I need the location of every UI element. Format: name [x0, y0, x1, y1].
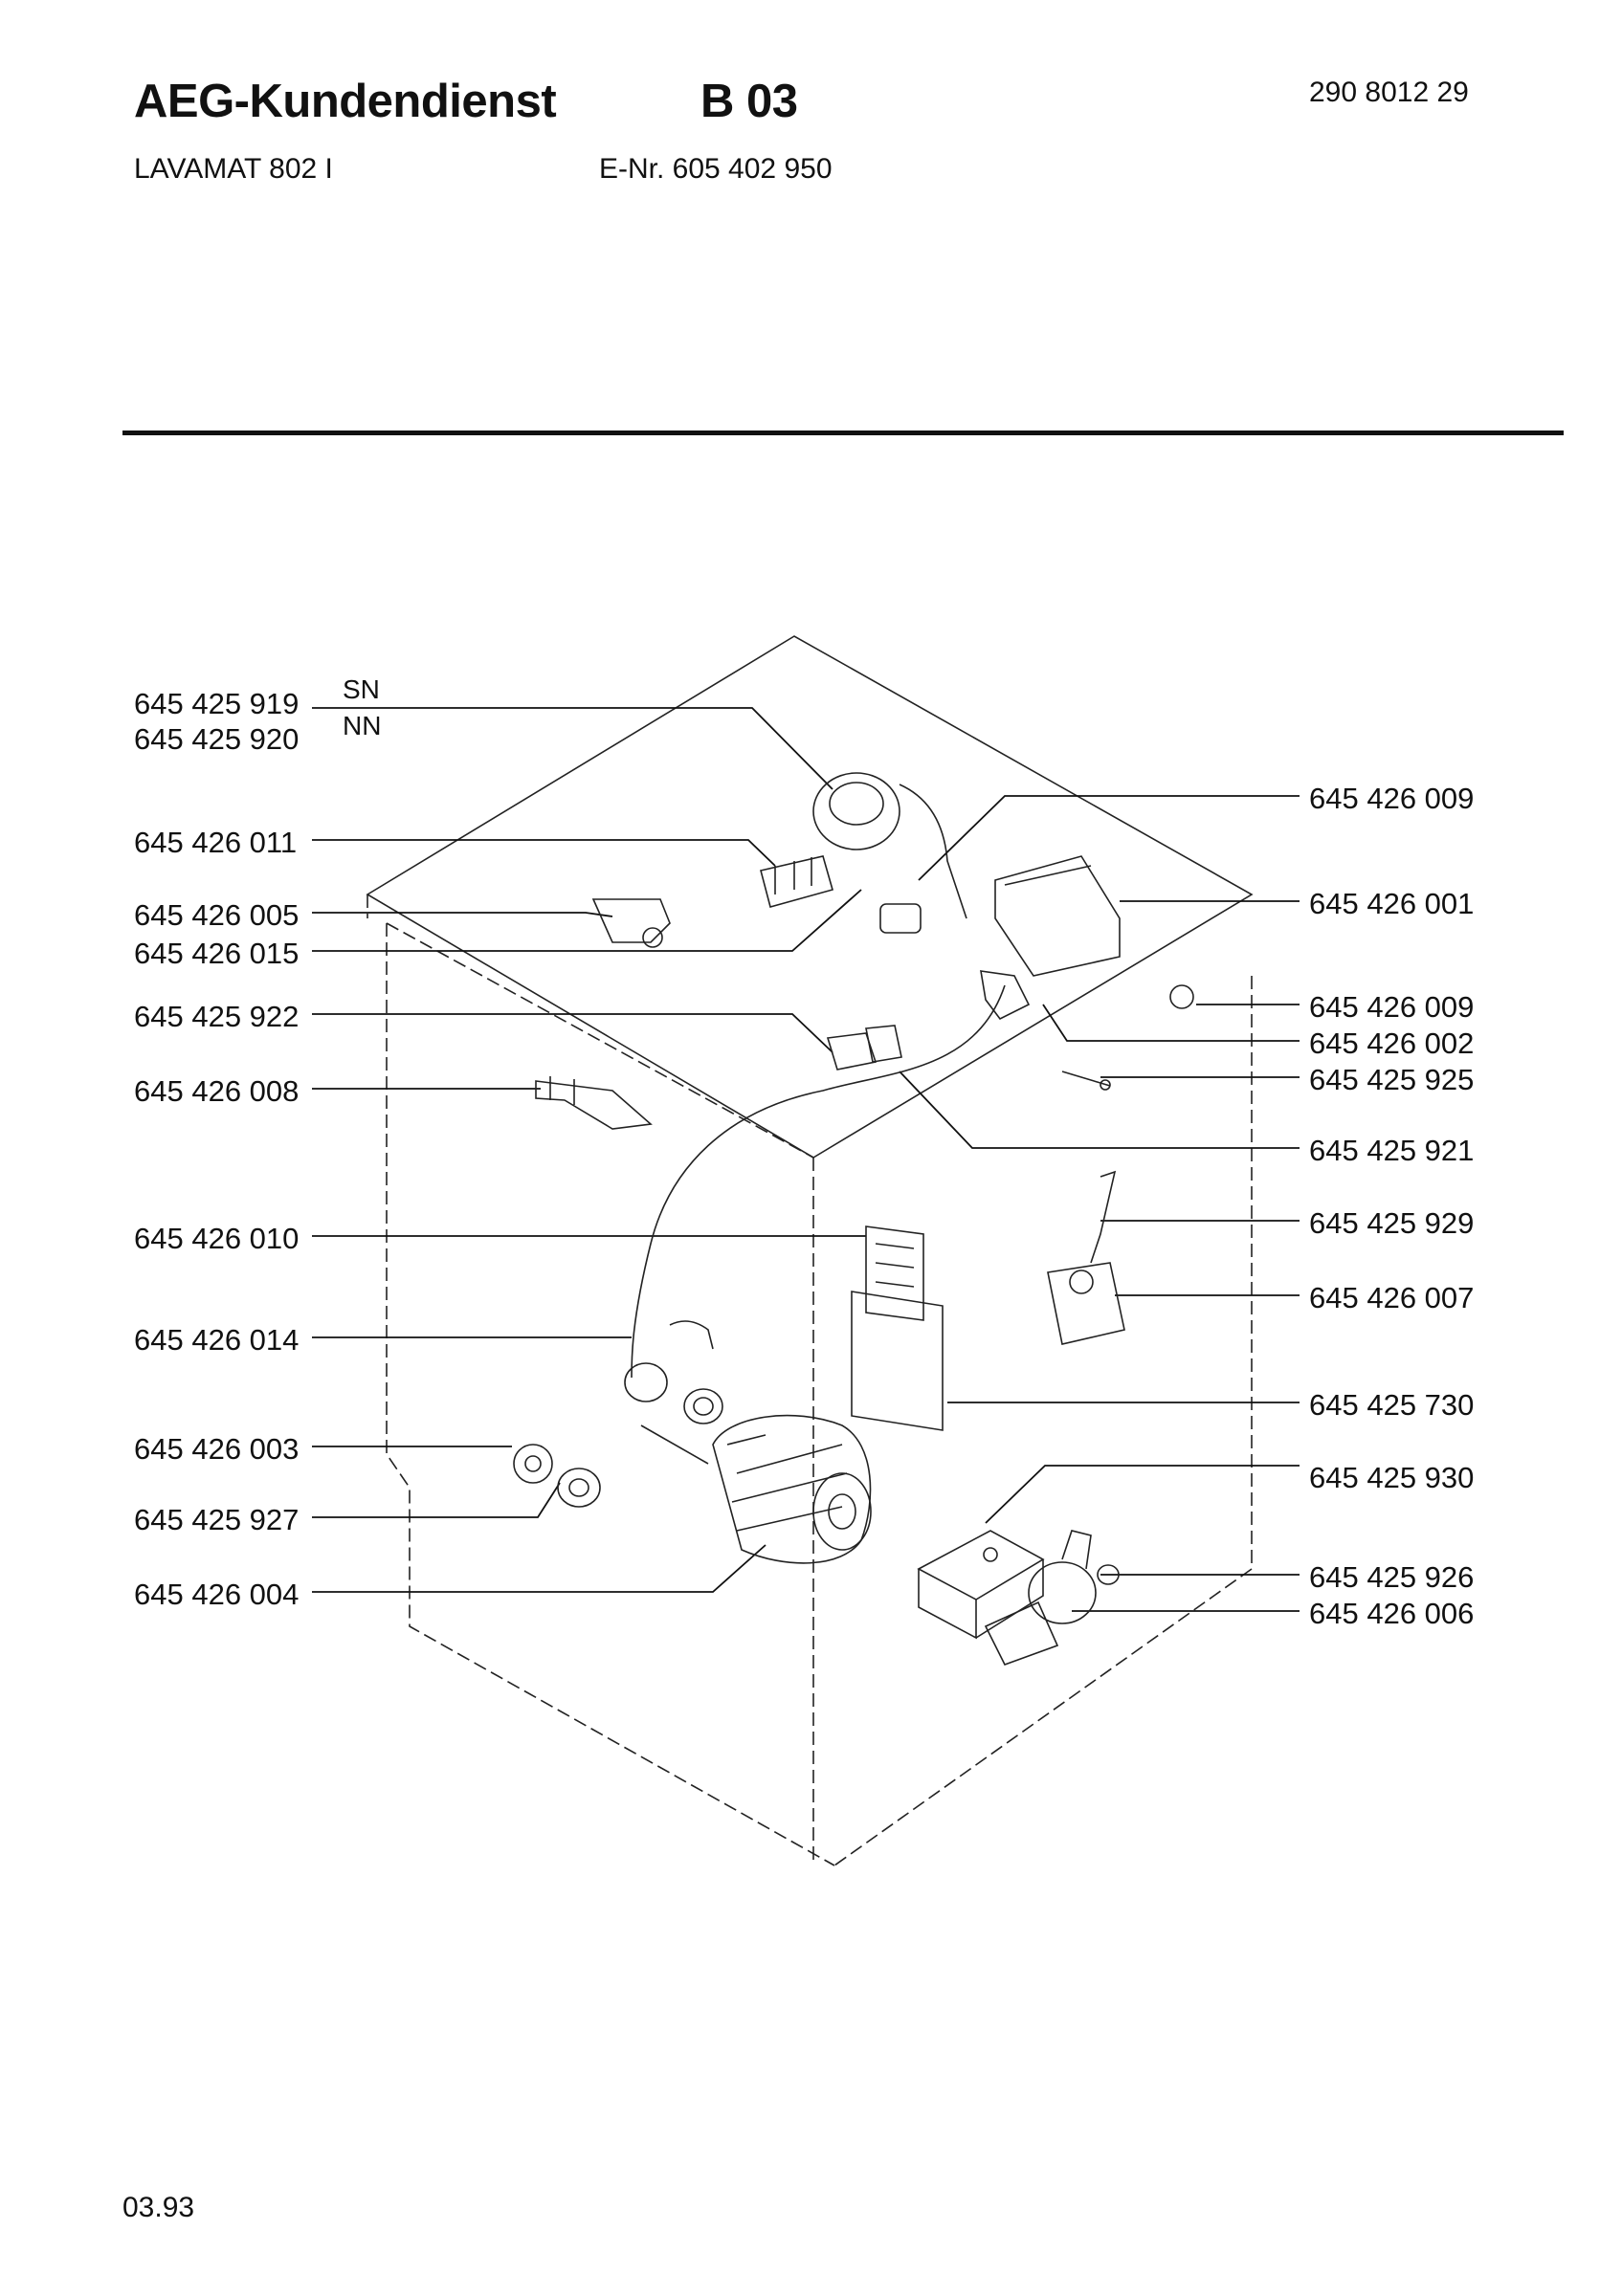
grommet-part: [624, 1362, 723, 1424]
sensor-part: [1061, 1071, 1111, 1091]
part-number-label: 645 425 930: [1309, 1461, 1475, 1494]
display-panel-part: [851, 1225, 944, 1431]
part-number-label: 645 426 007: [1309, 1281, 1475, 1314]
part-number-label: 645 426 015: [134, 937, 300, 970]
part-number-label: 645 425 919: [134, 687, 300, 720]
capacitor-part: [879, 903, 922, 934]
part-number-label: 645 426 009: [1309, 990, 1475, 1024]
part-number-label: 645 426 005: [134, 898, 300, 932]
part-number-label: 645 425 927: [134, 1503, 300, 1536]
programmer-part: [994, 855, 1121, 977]
cable-clip-part: [669, 1320, 714, 1350]
part-number-label: 645 426 004: [134, 1578, 300, 1611]
cable-harness: [631, 970, 1031, 1379]
part-number-label: 645 426 010: [134, 1222, 300, 1255]
variant-nn-label: NN: [343, 711, 382, 740]
part-number-label: 645 425 920: [134, 722, 300, 756]
leader-lines-right: [899, 795, 1300, 1612]
section-code: B 03: [700, 76, 798, 127]
pressure-sensor-part: [513, 1444, 553, 1484]
part-number-label: 645 426 001: [1309, 887, 1475, 920]
part-number-label: 645 425 925: [1309, 1063, 1475, 1096]
cabinet-outline: [366, 635, 1254, 1866]
heating-element-part: [535, 1076, 653, 1130]
selector-switch-part: [1047, 1170, 1125, 1345]
part-number-label: 645 426 008: [134, 1074, 300, 1108]
part-number-label: 645 426 014: [134, 1323, 300, 1357]
document-number: 290 8012 29: [1309, 77, 1469, 108]
part-number-label: 645 426 011: [134, 826, 298, 859]
leader-lines-left: [312, 707, 866, 1593]
brand-title: AEG-Kundendienst: [134, 76, 557, 127]
part-number-label: 645 426 002: [1309, 1027, 1475, 1060]
e-number: E-Nr. 605 402 950: [599, 153, 833, 185]
part-number-label: 645 426 003: [134, 1432, 300, 1466]
part-number-label: 645 425 921: [1309, 1134, 1475, 1167]
drain-pump-part: [984, 1530, 1120, 1666]
interference-filter-part: [826, 1025, 902, 1071]
pressure-switch-part: [812, 772, 967, 919]
motor-part: [640, 1414, 872, 1564]
valve-part: [591, 898, 671, 948]
bushing-part: [557, 1468, 601, 1508]
model-name: LAVAMAT 802 I: [134, 153, 333, 185]
door-lock-part: [1169, 984, 1194, 1009]
part-number-label: 645 425 922: [134, 1000, 300, 1033]
part-number-label: 645 425 926: [1309, 1560, 1475, 1594]
pump-cover-part: [917, 1530, 1045, 1640]
part-number-label: 645 426 006: [1309, 1597, 1475, 1630]
terminal-block-part: [760, 855, 833, 908]
part-number-label: 645 425 730: [1309, 1388, 1475, 1422]
part-number-label: 645 425 929: [1309, 1206, 1475, 1240]
part-number-label: 645 426 009: [1309, 782, 1475, 815]
header-divider: [122, 430, 1564, 435]
footer-date: 03.93: [122, 2192, 195, 2223]
variant-sn-label: SN: [343, 674, 380, 704]
